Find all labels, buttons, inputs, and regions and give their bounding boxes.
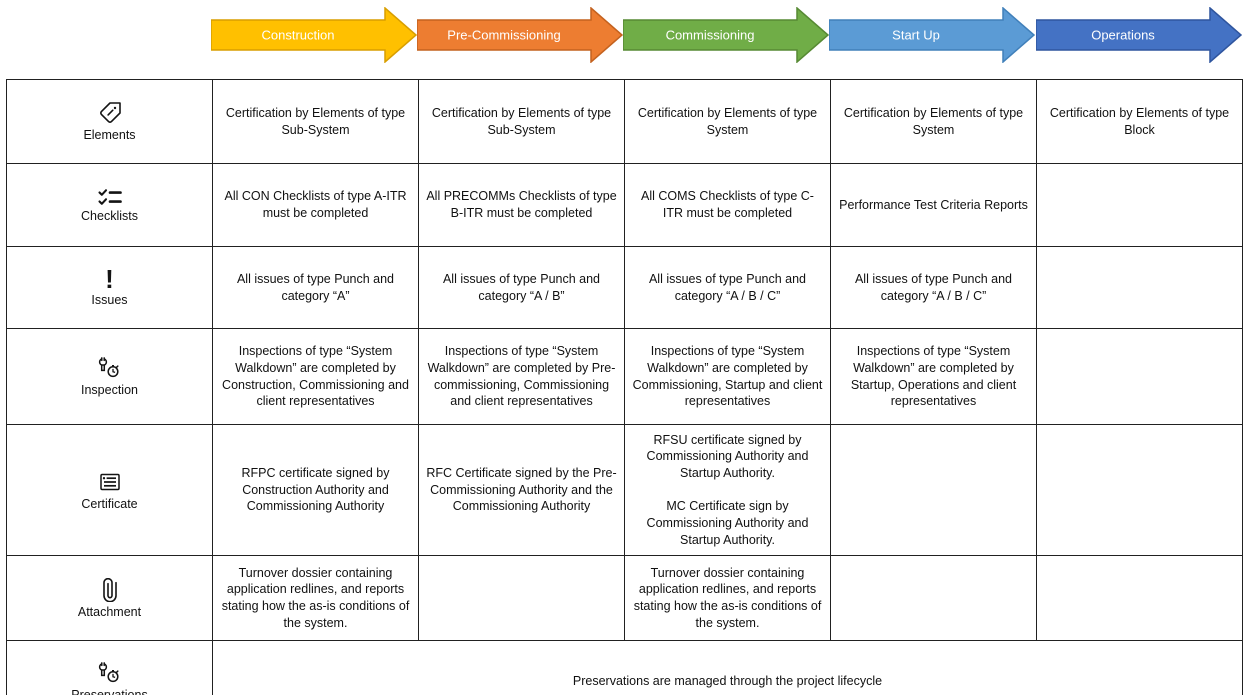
cell-elements-pre-commissioning: Certification by Elements of type Sub-Sy… (418, 79, 625, 164)
cell-issues-start-up: All issues of type Punch and category “A… (830, 246, 1037, 329)
cell-issues-construction: All issues of type Punch and category “A… (212, 246, 419, 329)
table-row-inspection: Inspection Inspections of type “System W… (6, 328, 1243, 425)
cell-attachment-operations (1036, 555, 1243, 641)
table-row-checklists: Checklists All CON Checklists of type A-… (6, 163, 1243, 247)
row-label-preservations: Preservations (6, 640, 213, 695)
cell-elements-construction: Certification by Elements of type Sub-Sy… (212, 79, 419, 164)
wrench-stopwatch-icon (98, 356, 121, 380)
cell-issues-operations (1036, 246, 1243, 329)
row-label-issues: ! Issues (6, 246, 213, 329)
paperclip-icon (98, 577, 122, 602)
cell-certificate-pre-commissioning: RFC Certificate signed by the Pre-Commis… (418, 424, 625, 556)
exclamation-icon: ! (105, 263, 114, 294)
table-row-elements: Elements Certification by Elements of ty… (6, 79, 1243, 164)
row-label-text: Elements (83, 128, 136, 142)
lifecycle-matrix-table: Elements Certification by Elements of ty… (6, 79, 1243, 695)
phase-label: Commissioning (666, 28, 755, 43)
phase-arrow-operations: Operations (1036, 7, 1242, 63)
phase-label: Pre-Commissioning (447, 28, 560, 43)
cell-checklists-operations (1036, 163, 1243, 247)
arrow-shape (623, 7, 829, 63)
table-row-certificate: Certificate RFPC certificate signed by C… (6, 424, 1243, 556)
phase-label: Operations (1091, 28, 1155, 43)
wrench-stopwatch-icon (98, 661, 121, 685)
cell-checklists-pre-commissioning: All PRECOMMs Checklists of type B-ITR mu… (418, 163, 625, 247)
row-label-text: Inspection (81, 383, 138, 397)
arrow-shape (211, 7, 417, 63)
cell-attachment-pre-commissioning (418, 555, 625, 641)
row-label-certificate: Certificate (6, 424, 213, 556)
cell-checklists-commissioning: All COMS Checklists of type C-ITR must b… (624, 163, 831, 247)
phase-arrow-pre-commissioning: Pre-Commissioning (417, 7, 623, 63)
arrow-shape (829, 7, 1035, 63)
row-label-text: Preservations (71, 687, 148, 695)
cell-certificate-construction: RFPC certificate signed by Construction … (212, 424, 419, 556)
cell-attachment-construction: Turnover dossier containing application … (212, 555, 419, 641)
cell-attachment-commissioning: Turnover dossier containing application … (624, 555, 831, 641)
cell-certificate-commissioning: RFSU certificate signed by Commissioning… (624, 424, 831, 556)
phase-label: Construction (262, 28, 335, 43)
cell-inspection-start-up: Inspections of type “System Walkdown” ar… (830, 328, 1037, 425)
row-label-text: Issues (91, 293, 128, 308)
cell-inspection-operations (1036, 328, 1243, 425)
phase-arrow-start-up: Start Up (829, 7, 1035, 63)
checklist-icon (97, 188, 123, 206)
cell-inspection-pre-commissioning: Inspections of type “System Walkdown” ar… (418, 328, 625, 425)
cell-issues-commissioning: All issues of type Punch and category “A… (624, 246, 831, 329)
row-label-text: Attachment (77, 604, 142, 619)
cell-inspection-construction: Inspections of type “System Walkdown” ar… (212, 328, 419, 425)
row-label-checklists: Checklists (6, 163, 213, 247)
cell-elements-operations: Certification by Elements of type Block (1036, 79, 1243, 164)
row-label-text: Checklists (81, 208, 138, 223)
cell-issues-pre-commissioning: All issues of type Punch and category “A… (418, 246, 625, 329)
cell-checklists-construction: All CON Checklists of type A-ITR must be… (212, 163, 419, 247)
cell-checklists-start-up: Performance Test Criteria Reports (830, 163, 1037, 247)
cell-preservations-merged: Preservations are managed through the pr… (212, 640, 1243, 695)
certificate-icon (98, 470, 122, 494)
tag-icon (98, 101, 122, 125)
arrow-shape (1036, 7, 1242, 63)
cell-certificate-operations (1036, 424, 1243, 556)
table-row-preservations: Preservations Preservations are managed … (6, 640, 1243, 695)
cell-inspection-commissioning: Inspections of type “System Walkdown” ar… (624, 328, 831, 425)
table-row-attachment: Attachment Turnover dossier containing a… (6, 555, 1243, 641)
arrow-shape (417, 7, 623, 63)
cell-attachment-start-up (830, 555, 1037, 641)
row-label-elements: Elements (6, 79, 213, 164)
cell-certificate-start-up (830, 424, 1037, 556)
row-label-text: Certificate (81, 496, 138, 511)
table-row-issues: ! Issues All issues of type Punch and ca… (6, 246, 1243, 329)
phase-arrow-construction: Construction (211, 7, 417, 63)
row-label-attachment: Attachment (6, 555, 213, 641)
row-label-inspection: Inspection (6, 328, 213, 425)
phase-arrow-commissioning: Commissioning (623, 7, 829, 63)
cell-elements-commissioning: Certification by Elements of type System (624, 79, 831, 164)
phase-label: Start Up (892, 28, 940, 43)
cell-elements-start-up: Certification by Elements of type System (830, 79, 1037, 164)
